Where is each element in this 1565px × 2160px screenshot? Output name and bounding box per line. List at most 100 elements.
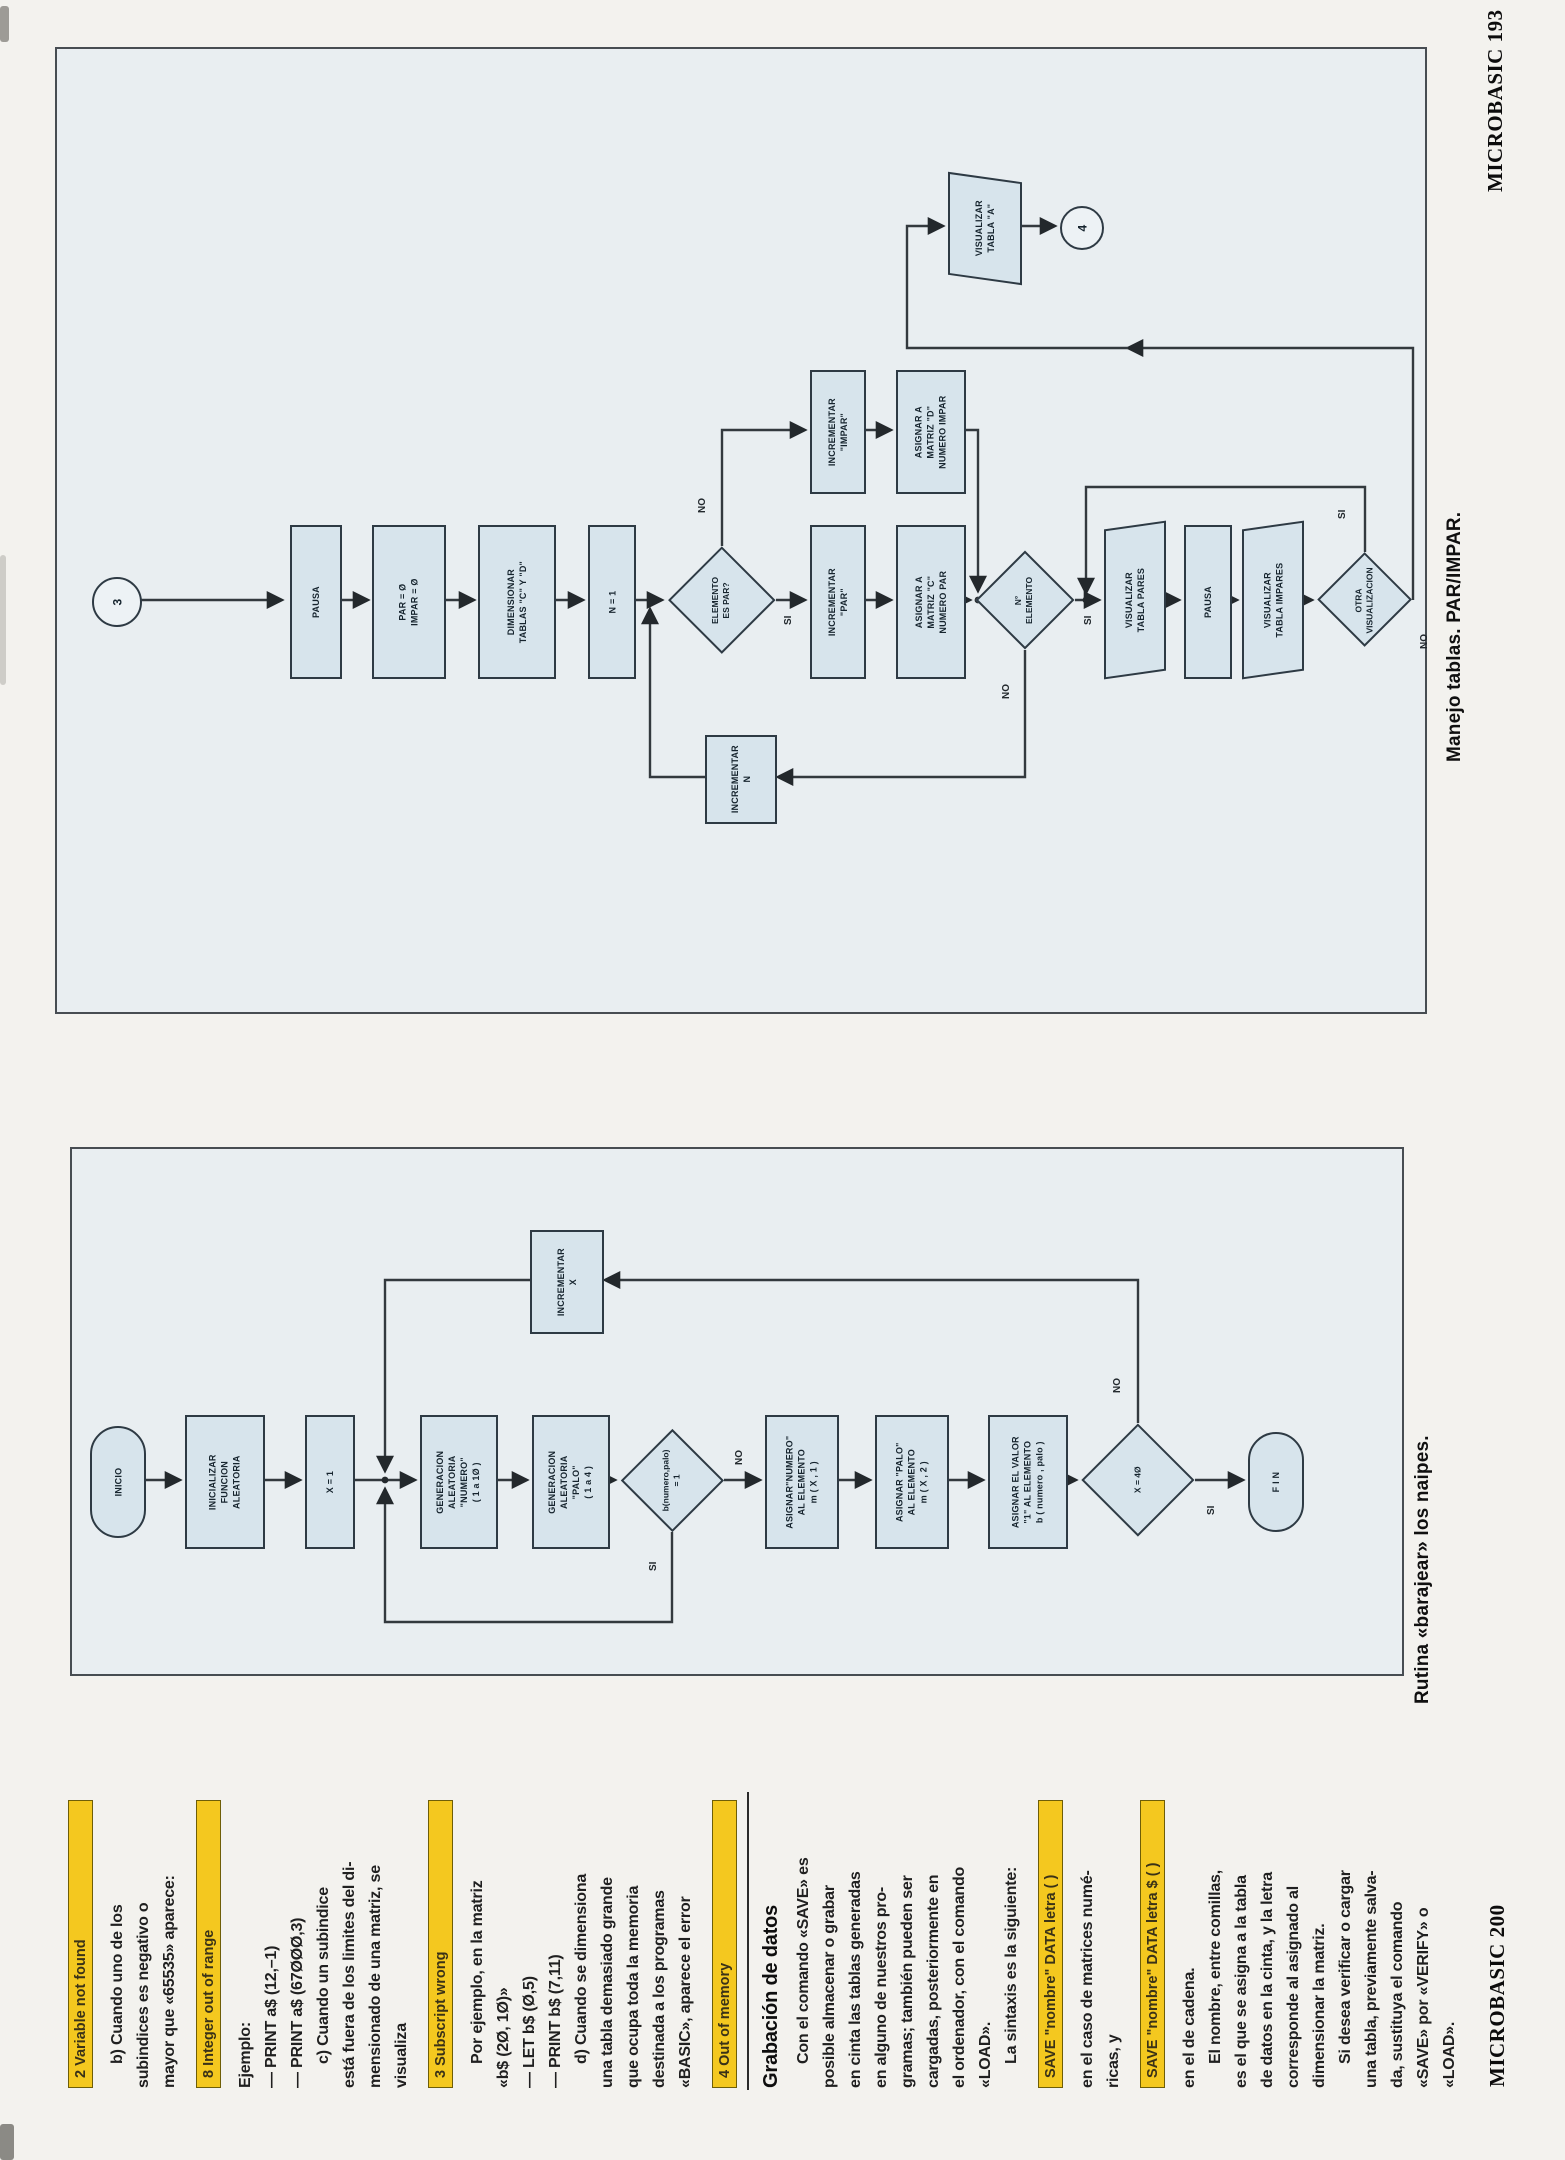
- fc2-node-generacion-palo: GENERACION ALEATORIA "PALO" ( 1 a 4 ): [532, 1415, 610, 1549]
- text-line: Ejemplo:: [237, 2022, 254, 2088]
- fc2-node-fin: F I N: [1248, 1432, 1304, 1532]
- highlighted-line: 2 Variable not found: [60, 1792, 96, 2090]
- node-label: N = 1: [606, 590, 617, 614]
- fc1-node-incrementar-n: INCREMENTAR N: [705, 735, 777, 824]
- node-label: VISUALIZAR TABLA "A": [973, 200, 996, 257]
- fc1-node-n1: N = 1: [588, 525, 636, 679]
- text-line: da, sustituya el comando: [1389, 1901, 1406, 2088]
- fc2-label-no-rep: NO: [734, 1450, 745, 1465]
- node-label: INICIALIZAR FUNCION ALEATORIA: [207, 1454, 243, 1510]
- connector-circle-3: 3: [92, 577, 142, 627]
- text-line: posible almacenar o grabar: [821, 1885, 838, 2088]
- node-label: INCREMENTAR "IMPAR": [826, 397, 849, 467]
- fc1-label-no-espar: NO: [697, 498, 708, 513]
- node-label: GENERACION ALEATORIA "PALO" ( 1 a 4 ): [547, 1450, 595, 1514]
- fc2-decision-b-numero-palo: b(numero,palo) = 1: [620, 1428, 724, 1532]
- node-label: INICIO: [112, 1467, 123, 1497]
- fc1-decision-otra-visualizacion: OTRA VISUALIZACION: [1317, 552, 1413, 648]
- text-line: «b$ (2Ø, 1Ø)»: [495, 1987, 512, 2088]
- node-label: ASIGNAR A MATRIZ "D" NUMERO IMPAR: [913, 395, 949, 469]
- text-line: Por ejemplo, en la matriz: [469, 1880, 486, 2064]
- text-line: una tabla, previamente salva-: [1363, 1870, 1380, 2088]
- text-line: es el que se asigna a la tabla: [1233, 1875, 1250, 2088]
- text-line: — PRINT b$ (7,11): [547, 1954, 564, 2088]
- text-line: en el caso de matrices numé-: [1079, 1870, 1096, 2088]
- highlighted-line: SAVE "nombre" DATA letra $ ( ): [1132, 1792, 1168, 2090]
- text-line: dimensionar la matriz.: [1311, 1923, 1328, 2088]
- text-line: «BASIC», aparece el error: [677, 1896, 694, 2088]
- node-label: X = 1: [324, 1470, 335, 1494]
- node-label: OTRA VISUALIZACION: [1353, 566, 1375, 634]
- text-line: destinada a los programas: [651, 1890, 668, 2088]
- text-line: b) Cuando uno de los: [109, 1904, 126, 2064]
- text-line: gramas; también pueden ser: [899, 1875, 916, 2088]
- node-label: VISUALIZAR TABLA PARES: [1123, 567, 1147, 633]
- connector-label: 3: [109, 598, 124, 606]
- text-line: — PRINT a$ (67ØØØ,3): [289, 1917, 306, 2088]
- highlighted-line: 3 Subscript wrong: [420, 1792, 456, 2090]
- fc1-label-si-elemento: SI: [1083, 615, 1094, 625]
- fc1-node-pausa: PAUSA: [290, 525, 342, 679]
- highlighted-line: 4 Out of memory: [704, 1792, 740, 2090]
- fc1-label-si-espar: SI: [783, 615, 794, 625]
- text-line: en alguno de nuestros pro-: [873, 1886, 890, 2088]
- connector-circle-4: 4: [1060, 206, 1104, 250]
- node-label: N° ELEMENTO: [1013, 576, 1035, 624]
- fc1-label-no-elemento: NO: [1001, 684, 1012, 699]
- node-label: ASIGNAR EL VALOR "1" AL ELEMENTO b ( num…: [1010, 1436, 1046, 1528]
- fc1-decision-numero-elemento: N° ELEMENTO: [975, 550, 1075, 650]
- text-line: el ordenador, con el comando: [951, 1866, 968, 2088]
- text-line: d) Cuando se dimensiona: [573, 1873, 590, 2064]
- text-line: «SAVE» por «VERIFY» o: [1415, 1907, 1432, 2088]
- fc2-decision-x-40: X = 4Ø: [1081, 1423, 1195, 1537]
- fc1-node-dimensionar: DIMENSIONAR TABLAS "C" Y "D": [478, 525, 556, 679]
- text-line: mensionado de una matriz, se: [367, 1865, 384, 2088]
- text-line: subindices es negativo o: [135, 1902, 152, 2088]
- text-line: La sintaxis es la siguiente:: [1003, 1866, 1020, 2064]
- text-line: «LOAD».: [1441, 2021, 1458, 2088]
- page-footer-193: MICROBASIC 193: [1483, 9, 1507, 192]
- text-line: El nombre, entre comillas,: [1207, 1870, 1224, 2064]
- node-label: DIMENSIONAR TABLAS "C" Y "D": [505, 560, 528, 644]
- fc2-node-asignar-numero: ASIGNAR"NUMERO" AL ELEMENTO m ( X , 1 ): [765, 1415, 839, 1549]
- fc2-node-inicializar-aleatoria: INICIALIZAR FUNCION ALEATORIA: [185, 1415, 265, 1549]
- node-label: F I N: [1270, 1471, 1281, 1493]
- node-label: INCREMENTAR N: [729, 745, 752, 814]
- fc1-node-incrementar-impar: INCREMENTAR "IMPAR": [810, 370, 866, 494]
- fc2-node-asignar-valor-1: ASIGNAR EL VALOR "1" AL ELEMENTO b ( num…: [988, 1415, 1068, 1549]
- text-line: c) Cuando un subindice: [315, 1887, 332, 2064]
- scan-artifact: [0, 555, 6, 685]
- fc1-node-visualizar-tabla-impares: VISUALIZAR TABLA IMPARES: [1242, 520, 1304, 680]
- flowchart-panel-barajear: [70, 1147, 1404, 1676]
- fc1-node-asignar-matriz-c: ASIGNAR A MATRIZ "C" NUMERO PAR: [896, 525, 966, 679]
- fc1-node-pausa-2: PAUSA: [1184, 525, 1232, 679]
- caption-par-impar: Manejo tablas. PAR/IMPAR.: [1444, 511, 1465, 762]
- fc1-node-asignar-matriz-d: ASIGNAR A MATRIZ "D" NUMERO IMPAR: [896, 370, 966, 494]
- fc2-node-asignar-palo: ASIGNAR "PALO" AL ELEMENTO m ( X , 2 ): [875, 1415, 949, 1549]
- fc1-node-visualizar-tabla-a: VISUALIZAR TABLA "A": [948, 171, 1022, 286]
- node-label: PAR = Ø IMPAR = Ø: [397, 578, 420, 626]
- fc2-node-generacion-numero: GENERACION ALEATORIA "NUMERO" ( 1 a 1Ø ): [420, 1415, 498, 1549]
- fc2-node-incrementar-x: INCREMENTAR X: [530, 1230, 604, 1334]
- fc2-node-inicio: INICIO: [90, 1426, 146, 1538]
- fc1-label-si-otra: SI: [1337, 509, 1348, 519]
- text-line: «LOAD».: [977, 2021, 994, 2088]
- text-line: está fuera de los limites del di-: [341, 1861, 358, 2088]
- text-line: cargadas, posteriormente en: [925, 1874, 942, 2088]
- text-line: en cinta las tablas generadas: [847, 1871, 864, 2088]
- highlighted-line: 8 Integer out of range: [188, 1792, 224, 2090]
- section-heading: Grabación de datos: [747, 1792, 789, 2090]
- node-label: ASIGNAR "PALO" AL ELEMENTO m ( X , 2 ): [894, 1442, 930, 1522]
- node-label: PAUSA: [310, 586, 321, 618]
- fc2-label-no-x40: NO: [1112, 1378, 1123, 1393]
- node-label: PAUSA: [1202, 586, 1213, 618]
- node-label: VISUALIZAR TABLA IMPARES: [1261, 562, 1284, 638]
- text-line: Si desea verificar o cargar: [1337, 1870, 1354, 2064]
- text-line: una tabla demasiado grande: [599, 1877, 616, 2088]
- text-line: visualiza: [393, 2023, 410, 2088]
- scan-artifact: [0, 2124, 14, 2160]
- highlighted-line: SAVE "nombre" DATA letra ( ): [1030, 1792, 1066, 2090]
- node-label: INCREMENTAR "PAR": [826, 567, 849, 637]
- fc1-node-init-par-impar: PAR = Ø IMPAR = Ø: [372, 525, 446, 679]
